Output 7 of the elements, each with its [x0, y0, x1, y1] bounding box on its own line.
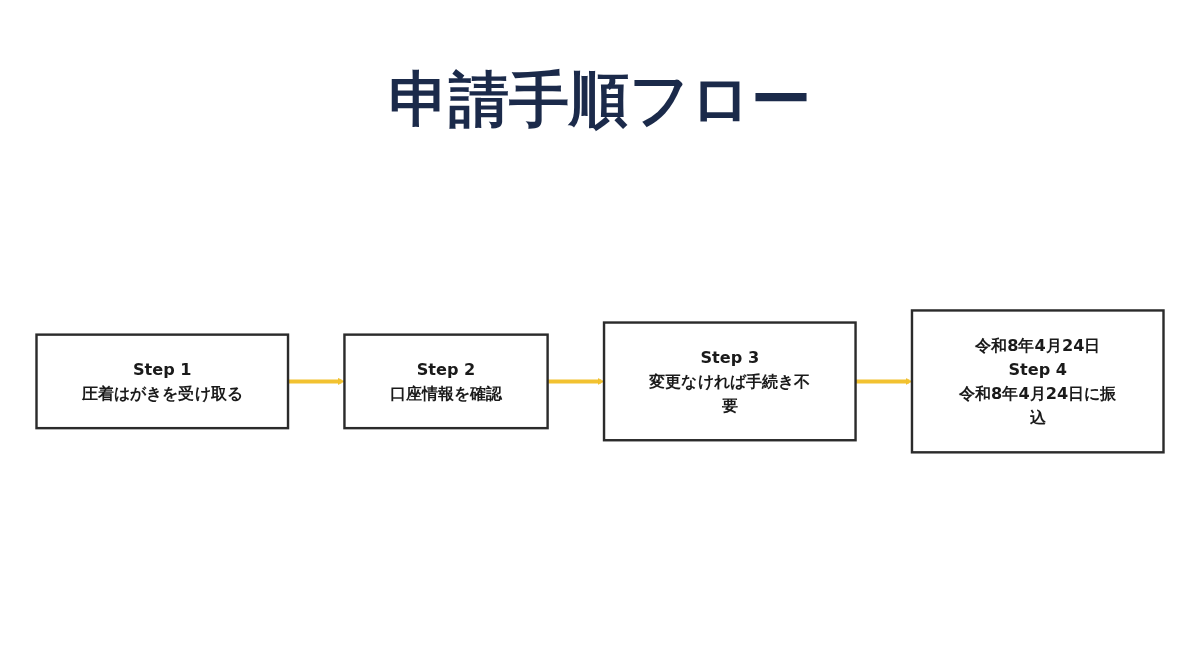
node-box: Step 3 変更なければ手続き不要 — [602, 320, 857, 442]
node-box: 令和8年4月24日 Step 4 令和8年4月24日に振込 — [910, 308, 1165, 454]
arrow — [547, 377, 605, 385]
node-box: Step 2 口座情報を確認 — [343, 333, 549, 429]
node-box: Step 1 圧着はがきを受け取る — [35, 333, 290, 429]
diagram-title: 申請手順フロー — [388, 63, 812, 136]
arrow — [288, 377, 345, 385]
